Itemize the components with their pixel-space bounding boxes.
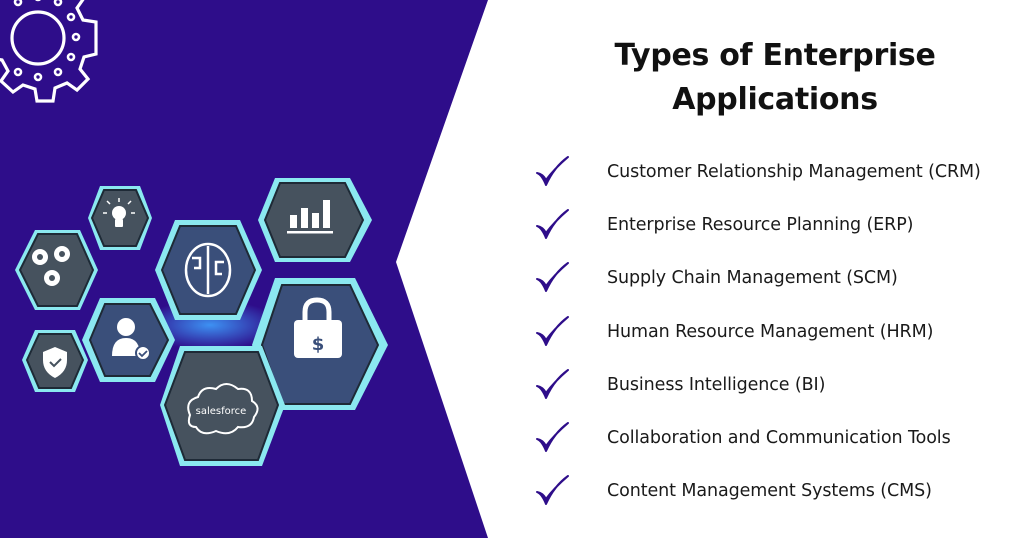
user-check-icon: [112, 318, 151, 361]
list-item-label: Supply Chain Management (SCM): [607, 268, 898, 289]
list-item-label: Enterprise Resource Planning (ERP): [607, 214, 914, 235]
list-item-label: Content Management Systems (CMS): [607, 481, 932, 502]
hex-brain: [155, 220, 262, 320]
list-item: Human Resource Management (HRM): [530, 305, 1010, 358]
hex-salesforce: salesforce: [160, 346, 285, 466]
title-line-2: Applications: [672, 82, 878, 117]
list-item: Business Intelligence (BI): [530, 358, 1010, 411]
enterprise-app-types-list: Customer Relationship Management (CRM) E…: [530, 145, 1010, 518]
gear-outline-icon: [0, 0, 98, 103]
checkmark-icon: [536, 475, 569, 506]
page-title: Types of Enterprise Applications: [560, 34, 990, 122]
list-item: Enterprise Resource Planning (ERP): [530, 198, 1010, 251]
hex-bar-chart: [258, 178, 372, 262]
list-item-label: Customer Relationship Management (CRM): [607, 161, 981, 182]
checkmark-icon: [536, 368, 569, 399]
checkmark-icon: [536, 208, 569, 239]
checkmark-icon: [536, 422, 569, 453]
gears-icon: [32, 246, 70, 286]
list-item: Collaboration and Communication Tools: [530, 411, 1010, 464]
checkmark-icon: [536, 262, 569, 293]
title-line-1: Types of Enterprise: [614, 38, 936, 73]
list-item: Supply Chain Management (SCM): [530, 252, 1010, 305]
list-item: Customer Relationship Management (CRM): [530, 145, 1010, 198]
hex-gears: [15, 230, 98, 310]
lightbulb-icon: [103, 198, 135, 227]
bar-chart-icon: [287, 200, 333, 234]
checkmark-icon: [536, 155, 569, 186]
svg-text:salesforce: salesforce: [196, 406, 247, 417]
svg-text:$: $: [312, 334, 325, 355]
hex-lightbulb: [88, 186, 152, 250]
checkmark-icon: [536, 315, 569, 346]
shield-check-icon: [43, 347, 67, 378]
salesforce-cloud-icon: salesforce: [187, 383, 259, 435]
list-item: Content Management Systems (CMS): [530, 465, 1010, 518]
hex-user-check: [82, 298, 175, 382]
list-item-label: Collaboration and Communication Tools: [607, 428, 951, 449]
list-item-label: Business Intelligence (BI): [607, 374, 826, 395]
hex-padlock: $: [252, 278, 388, 410]
brain-icon: [184, 242, 232, 298]
list-item-label: Human Resource Management (HRM): [607, 321, 934, 342]
hexagon-illustration: $ salesforce: [15, 178, 388, 466]
padlock-dollar-icon: $: [294, 297, 342, 358]
hex-shield: [22, 330, 88, 392]
